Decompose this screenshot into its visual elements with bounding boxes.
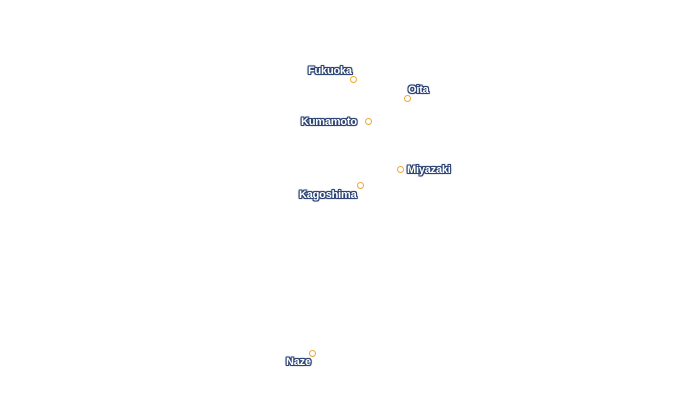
city-label: Naze — [286, 356, 311, 368]
city-dot-icon — [404, 95, 412, 103]
city-label: Kumamoto — [301, 116, 357, 128]
city-dot-icon — [397, 166, 405, 174]
city-label: Kagoshima — [299, 189, 357, 201]
city-dot-icon — [309, 350, 317, 358]
city-dot-icon — [365, 118, 373, 126]
city-label: Fukuoka — [308, 65, 352, 77]
city-dot-icon — [357, 182, 365, 190]
city-dot-icon — [350, 76, 358, 84]
city-label: Miyazaki — [407, 164, 451, 176]
city-label: Oita — [408, 84, 429, 96]
